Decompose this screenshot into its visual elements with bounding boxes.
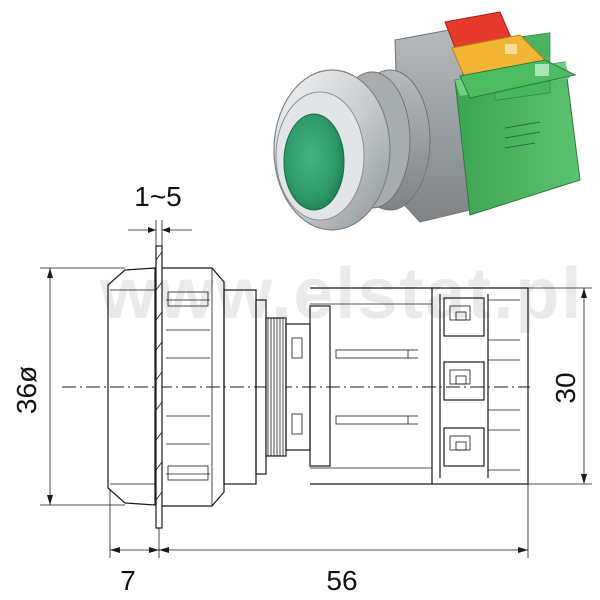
threaded-section: [265, 317, 303, 457]
bezel-outline: [107, 267, 156, 506]
technical-drawing: 1~5 36ø 30 7: [11, 181, 592, 596]
panel-plate: [155, 245, 163, 529]
dim-diameter: [40, 267, 125, 506]
dim-panel-thickness: [128, 220, 192, 246]
watermark: www.elstat.pl: [99, 254, 583, 334]
dim-length: [109, 484, 529, 558]
dim-body-width: [528, 287, 592, 485]
contact-housing: [285, 287, 433, 485]
product-photo: [273, 11, 581, 231]
green-button-face: [283, 113, 345, 211]
dim-label-bezel-depth: 7: [120, 565, 136, 596]
contact-block-stack: [432, 287, 529, 485]
dim-label-diameter: 36ø: [11, 366, 42, 414]
dim-label-panel-thickness: 1~5: [134, 181, 182, 212]
dim-label-body-width: 30: [550, 372, 581, 403]
dim-label-total-length: 56: [326, 565, 357, 596]
terminal-green-top: [459, 59, 577, 99]
